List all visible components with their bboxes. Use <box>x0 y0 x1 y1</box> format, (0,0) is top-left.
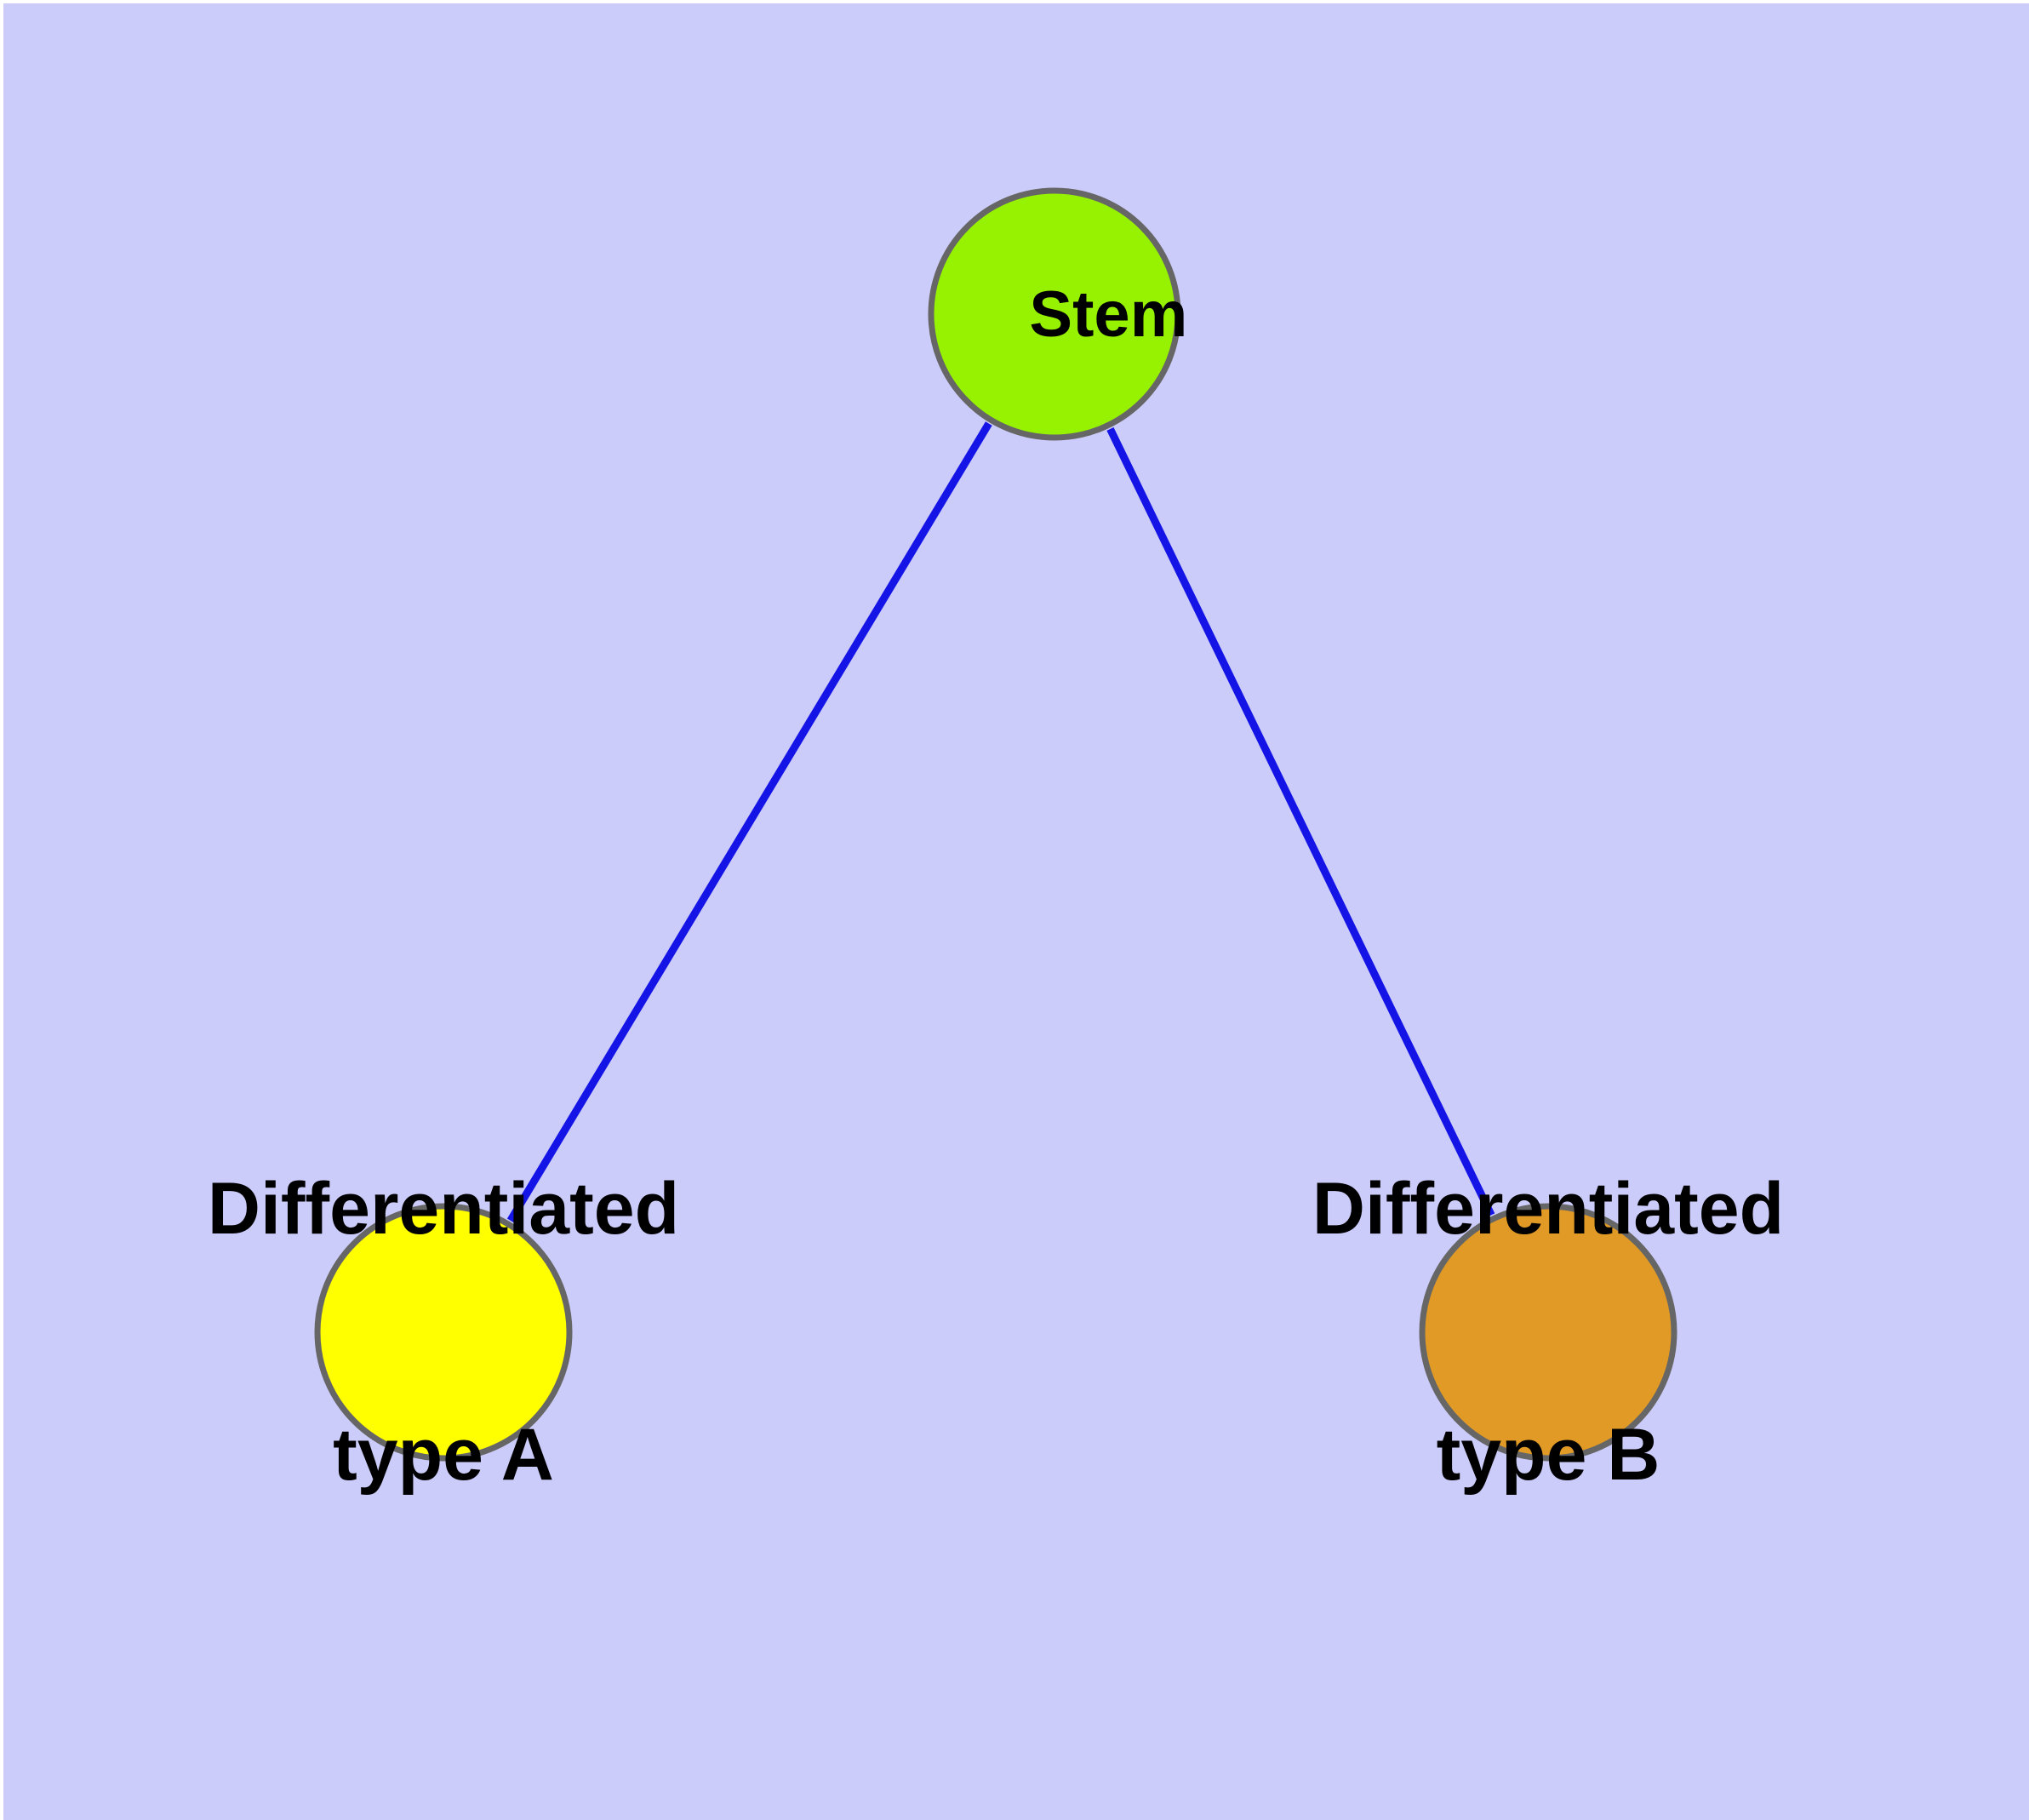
diagram-plot-area: Stem Differentiated type A Differentiate… <box>3 3 2029 1820</box>
edge-stem-diff-b[interactable] <box>1106 427 1495 1217</box>
node-layer <box>314 187 1677 1462</box>
edge-layer <box>506 421 1495 1223</box>
edge-stem-diff-a[interactable] <box>506 421 992 1223</box>
node-stem[interactable] <box>928 187 1181 441</box>
node-differentiated-type-a[interactable] <box>314 1203 573 1462</box>
graph-svg <box>314 187 1677 1462</box>
node-differentiated-type-b[interactable] <box>1419 1203 1677 1462</box>
